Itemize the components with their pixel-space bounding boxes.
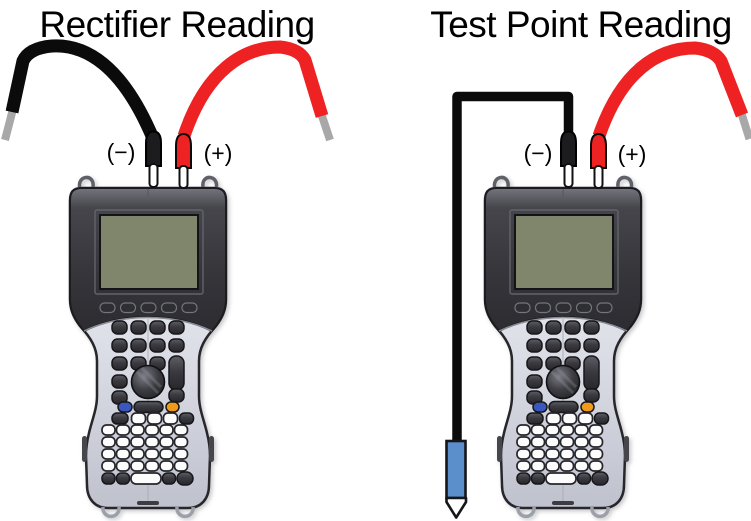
probe-lead-cable <box>452 91 574 444</box>
test-probe-body <box>445 439 467 500</box>
positive-terminal-label-right: (+) <box>617 141 647 167</box>
positive-lead-tip <box>317 111 334 142</box>
negative-lead-tip <box>1 108 17 141</box>
handheld-meter-right <box>483 175 643 519</box>
test-probe <box>445 439 468 519</box>
banana-plug-negative-right <box>560 130 577 188</box>
positive-terminal-label-left: (+) <box>203 140 233 166</box>
negative-lead-cable <box>5 39 158 139</box>
positive-lead-tip-right <box>737 110 751 141</box>
positive-lead-cable <box>177 40 329 139</box>
negative-terminal-label-right: (−) <box>523 140 553 166</box>
rectifier-panel-art <box>1 39 334 519</box>
test-point-panel-art <box>445 41 751 519</box>
positive-lead-cable-right <box>592 41 749 139</box>
negative-terminal-label-left: (−) <box>106 139 136 165</box>
banana-plug-negative <box>145 130 162 188</box>
left-panel-title: Rectifier Reading <box>39 4 315 45</box>
banana-plug-positive-right <box>590 133 607 189</box>
handheld-meter-left <box>68 175 228 519</box>
test-probe-tip <box>445 496 468 519</box>
banana-plug-positive <box>175 133 192 189</box>
right-panel-title: Test Point Reading <box>430 4 732 45</box>
